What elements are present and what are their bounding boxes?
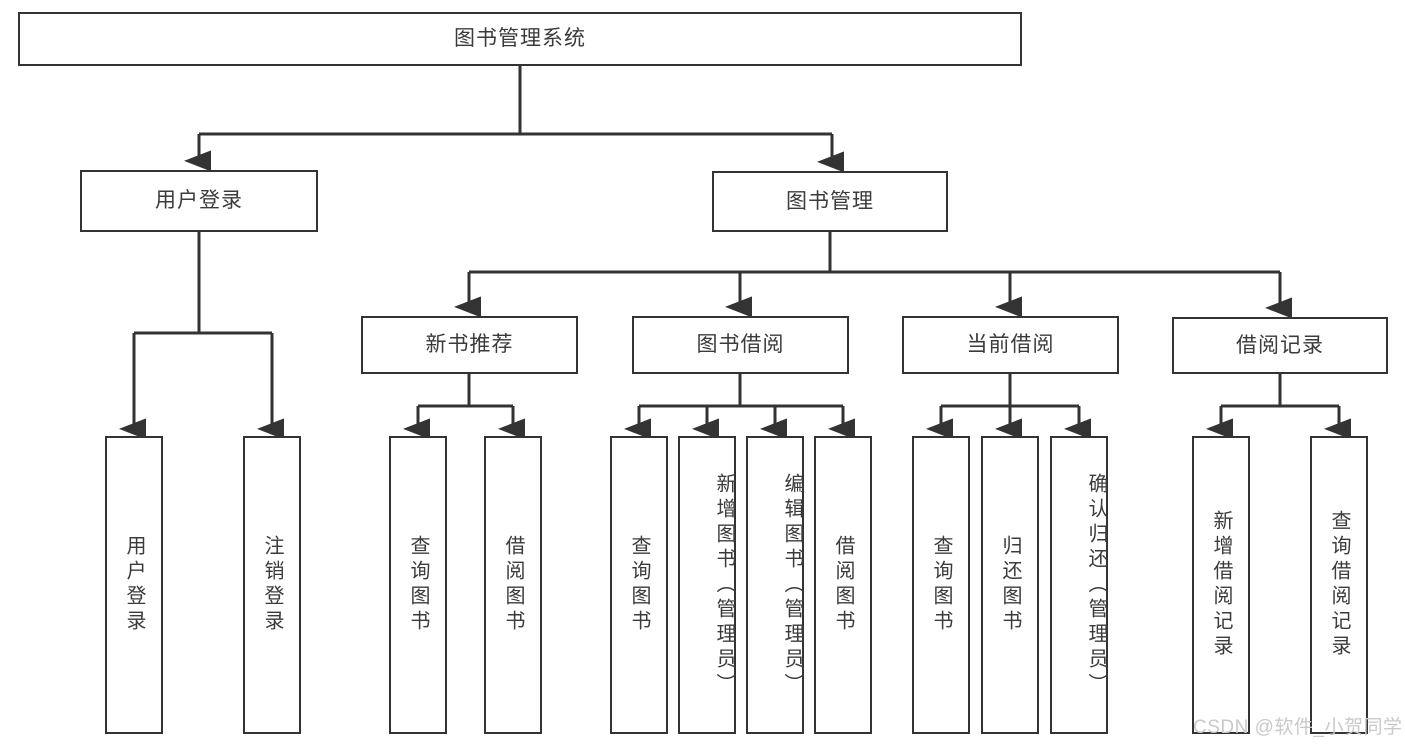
node-root-system[interactable]: 图书管理系统	[18, 12, 1022, 66]
node-label: 归还图书	[999, 535, 1021, 635]
leaf-current-query-books[interactable]: 查询图书	[912, 436, 970, 734]
node-book-borrow[interactable]: 图书借阅	[632, 316, 849, 374]
node-label: 查询图书	[407, 535, 429, 635]
node-new-book-recommend[interactable]: 新书推荐	[361, 316, 578, 374]
node-label: 图书管理	[786, 189, 874, 213]
node-label: 新增借阅记录	[1210, 510, 1232, 660]
node-label: 确认归还（管理员）	[1085, 472, 1107, 698]
watermark-credit: CSDN @软件_小贺同学	[1193, 717, 1403, 738]
node-label: 用户登录	[155, 189, 243, 213]
leaf-borrow-edit-book-admin[interactable]: 编辑图书（管理员）	[746, 436, 804, 734]
leaf-newbook-query-books[interactable]: 查询图书	[389, 436, 447, 734]
node-label: 编辑图书（管理员）	[781, 472, 803, 698]
node-user-login[interactable]: 用户登录	[80, 170, 318, 232]
node-label: 注销登录	[261, 535, 283, 635]
node-label: 图书管理系统	[454, 27, 586, 51]
node-label: 新增图书（管理员）	[713, 472, 735, 698]
leaf-borrow-borrow-books[interactable]: 借阅图书	[814, 436, 872, 734]
leaf-current-return-books[interactable]: 归还图书	[981, 436, 1039, 734]
node-label: 借阅记录	[1236, 333, 1324, 357]
node-label: 查询图书	[930, 535, 952, 635]
leaf-user-login-signin[interactable]: 用户登录	[105, 436, 163, 734]
node-current-borrow[interactable]: 当前借阅	[902, 316, 1119, 374]
leaf-borrow-add-book-admin[interactable]: 新增图书（管理员）	[678, 436, 736, 734]
node-label: 用户登录	[123, 535, 145, 635]
leaf-records-add-record[interactable]: 新增借阅记录	[1192, 436, 1250, 734]
node-borrow-records[interactable]: 借阅记录	[1172, 317, 1388, 374]
node-label: 新书推荐	[425, 333, 514, 357]
node-label: 查询借阅记录	[1328, 510, 1350, 660]
leaf-borrow-query-books[interactable]: 查询图书	[610, 436, 668, 734]
leaf-user-login-signout[interactable]: 注销登录	[243, 436, 301, 734]
leaf-records-query-record[interactable]: 查询借阅记录	[1310, 436, 1368, 734]
node-label: 当前借阅	[966, 333, 1055, 357]
node-label: 借阅图书	[832, 535, 854, 635]
node-label: 查询图书	[628, 535, 650, 635]
leaf-current-confirm-return-admin[interactable]: 确认归还（管理员）	[1050, 436, 1108, 734]
node-book-management[interactable]: 图书管理	[712, 171, 948, 232]
node-label: 借阅图书	[502, 535, 524, 635]
leaf-newbook-borrow-books[interactable]: 借阅图书	[484, 436, 542, 734]
node-label: 图书借阅	[696, 333, 785, 357]
